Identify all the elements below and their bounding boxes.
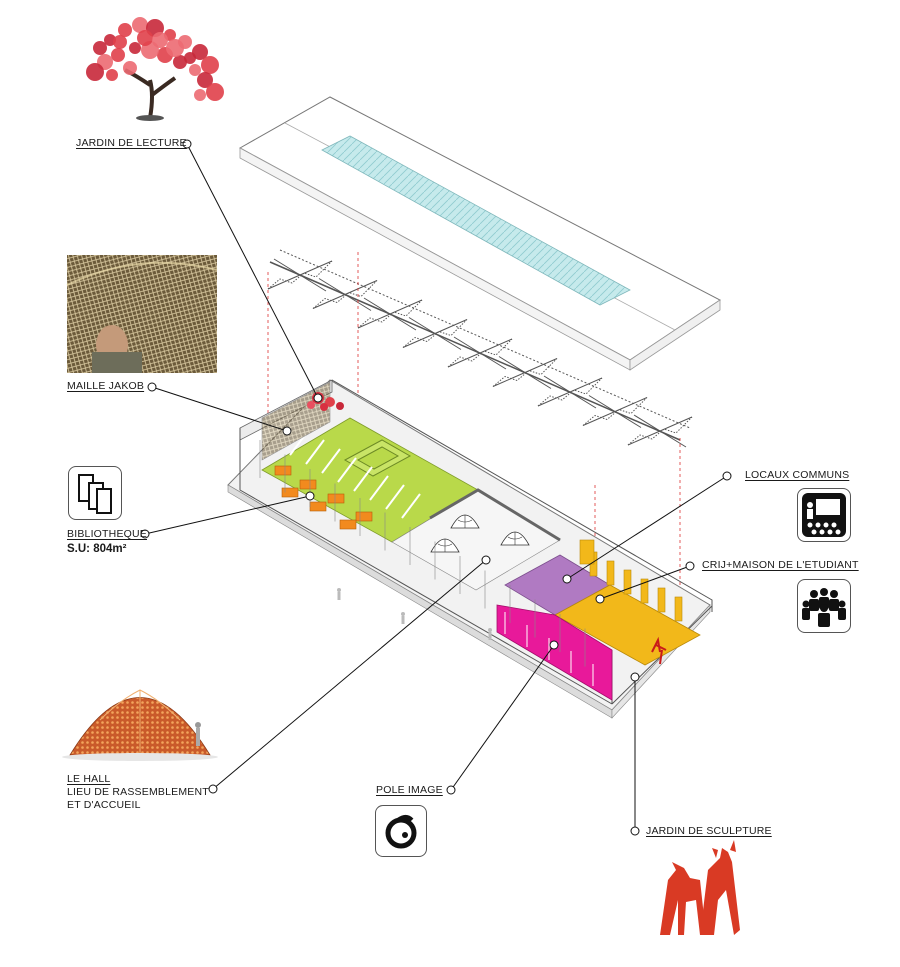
books-icon: [68, 466, 122, 520]
label-locaux-communs: LOCAUX COMMUNS: [745, 469, 850, 481]
label-bibliotheque-su: S.U: 804m²: [67, 543, 127, 555]
callout-dot-pole-image: [446, 785, 456, 795]
mesh-photo: [66, 255, 218, 373]
label-pole-image: POLE IMAGE: [376, 784, 443, 796]
dome-image: [62, 689, 218, 761]
label-maille-jakob: MAILLE JAKOB: [67, 380, 145, 392]
label-le-hall: LE HALL: [67, 773, 111, 785]
label-jardin-sculpture: JARDIN DE SCULPTURE: [646, 825, 772, 837]
callout-lines: [140, 139, 732, 836]
mesh-wall: [261, 381, 331, 461]
group-icon: [797, 579, 851, 633]
presentation-icon: [797, 488, 851, 542]
tree-image: [86, 17, 224, 121]
pole-image-zone: [496, 604, 613, 701]
callout-dot-jardin-lecture: [182, 139, 192, 149]
building-body: [227, 379, 713, 719]
callout-dot-locaux: [722, 471, 732, 481]
truss-layer: [267, 249, 693, 448]
crij-zone: [554, 584, 701, 666]
label-jardin-lecture: JARDIN DE LECTURE: [76, 137, 187, 149]
callout-dot-hall: [208, 784, 218, 794]
callout-dot-sculpture: [630, 826, 640, 836]
label-bibliotheque: BIBLIOTHEQUE: [67, 528, 148, 540]
label-crij: CRIJ+MAISON DE L'ETUDIANT: [702, 559, 859, 571]
callout-dot-maille: [147, 382, 157, 392]
label-le-hall-line2: ET D'ACCUEIL: [67, 799, 141, 811]
pole-image-logo: [375, 805, 427, 857]
sculpture-image: [660, 840, 740, 935]
label-le-hall-line1: LIEU DE RASSEMBLEMENT: [67, 786, 209, 798]
roof-layer: [238, 96, 721, 371]
callout-dot-bibliotheque: [140, 529, 150, 539]
callout-dot-crij: [685, 561, 695, 571]
